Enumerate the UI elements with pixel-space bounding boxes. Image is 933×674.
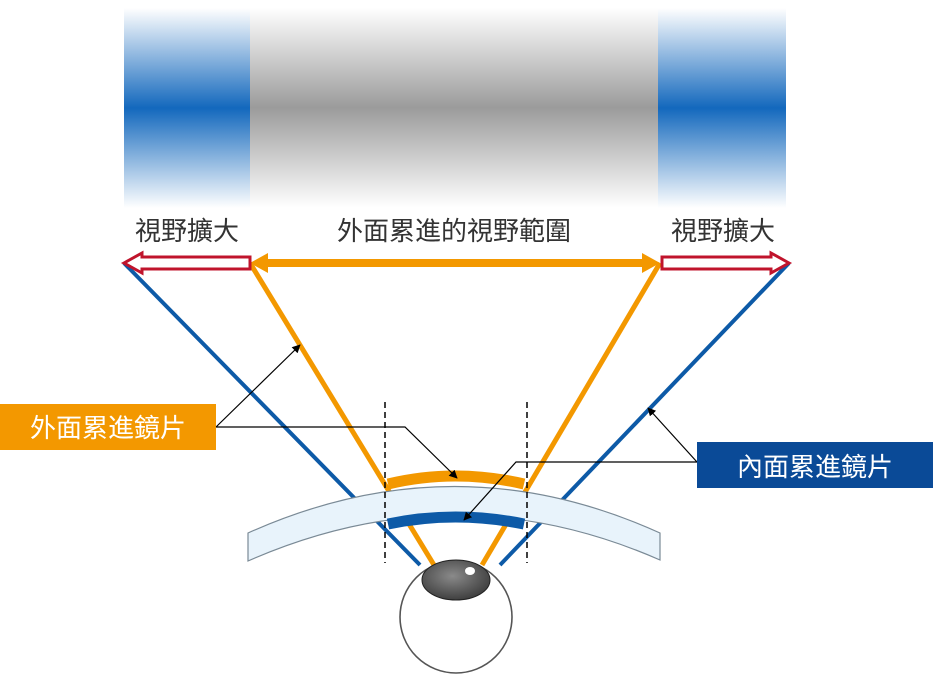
right-expanded-label: 視野擴大 xyxy=(671,217,775,247)
outer-callout-line-lens xyxy=(216,426,458,479)
inner-progressive-surface xyxy=(386,511,526,530)
left-expanded-label: 視野擴大 xyxy=(135,217,239,247)
inner-lens-label-box xyxy=(697,442,933,488)
inner-lens-label: 內面累進鏡片 xyxy=(737,453,893,483)
outer-callout-line-sight xyxy=(215,344,301,428)
center-view-arrow xyxy=(250,253,660,273)
center-view-label: 外面累進的視野範圍 xyxy=(337,217,571,247)
inner-callout-line-lens xyxy=(463,461,697,521)
pupil xyxy=(421,559,491,601)
pupil-highlight xyxy=(465,567,475,575)
right-expanded-band xyxy=(658,8,786,208)
center-view-band xyxy=(250,8,658,208)
outer-lens-label: 外面累進鏡片 xyxy=(30,414,186,444)
left-expanded-band xyxy=(124,8,250,208)
lens-shape xyxy=(247,486,661,562)
right-expansion-arrow xyxy=(660,250,793,276)
left-expansion-arrow xyxy=(120,250,252,276)
inner-callout-line-sight xyxy=(647,407,698,463)
outer-lens-label-box xyxy=(0,404,216,450)
